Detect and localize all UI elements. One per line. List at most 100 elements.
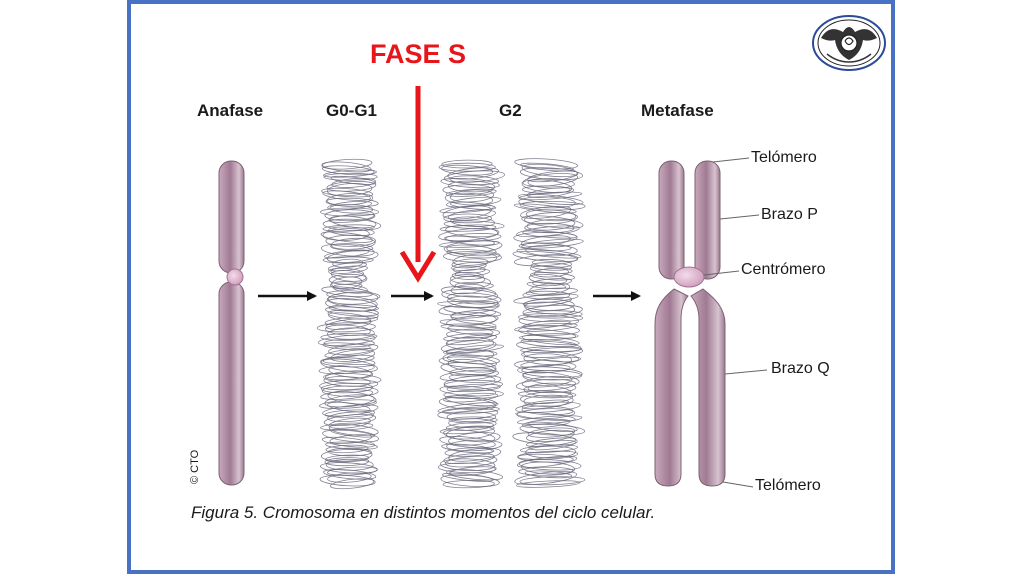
chromatin-loop (325, 234, 376, 247)
chromatin-loop (528, 440, 577, 451)
chromatin-loop (326, 290, 381, 301)
chromatin-loop (441, 289, 499, 302)
chromatin-loop (522, 296, 573, 307)
chromatin-loop (321, 161, 372, 173)
chromatin-loop (521, 375, 573, 388)
chromatin-loop (445, 422, 495, 431)
chromatin-loop (321, 165, 375, 176)
chromatin-loop (322, 354, 375, 364)
chromatin-loop (321, 158, 373, 170)
chromatin-loop (445, 337, 494, 350)
chromatin-loop (324, 209, 375, 222)
chromatin-loop (325, 318, 372, 330)
anafase-lower-arm (218, 281, 245, 486)
fase-s-label: FASE S (370, 39, 467, 69)
chromatin-loop (437, 402, 499, 413)
figure-caption: Figura 5. Cromosoma en distintos momento… (191, 503, 656, 522)
chromatin-loop (521, 215, 584, 229)
chromatin-loop (446, 426, 495, 440)
chromatin-loop (320, 382, 374, 394)
leader-arm-p (719, 214, 760, 220)
stage-label-metafase: Metafase (641, 101, 714, 120)
chromatin-loop (319, 379, 379, 391)
chromatin-loop (524, 470, 573, 479)
chromatin-loop (446, 439, 503, 452)
chromatin-loop (515, 401, 581, 413)
leader-telomere-top (712, 157, 750, 163)
chromatin-loop (514, 322, 578, 332)
chromatin-loop (326, 181, 377, 192)
chromatin-loop (438, 301, 500, 316)
chromatin-loop (521, 399, 569, 410)
chromatin-loop (320, 357, 376, 368)
chromatin-loop (447, 325, 494, 336)
chromatin-loop (521, 163, 578, 178)
chromatin-loop (518, 313, 584, 323)
chromatin-loop (518, 315, 579, 327)
chromatin-loop (441, 159, 493, 169)
chromatin-loop (448, 373, 496, 383)
chromatin-loop (525, 209, 577, 222)
chromatin-loop (520, 162, 574, 172)
chromatin-loop (513, 231, 578, 244)
chromatin-loop (445, 349, 498, 357)
metafase-q-arm-right (690, 288, 726, 487)
chromatin-loop (450, 311, 497, 324)
chromatin-loop (441, 164, 494, 176)
fase-s-arrow (399, 86, 437, 283)
chromatin-loop (451, 272, 484, 280)
chromatin-loop (519, 476, 586, 486)
chromatin-loop (330, 265, 368, 274)
chromatin-loop (522, 418, 571, 428)
stage-label-anafase: Anafase (197, 101, 264, 120)
chromatin-loop (454, 281, 494, 290)
chromatin-loop (329, 478, 375, 490)
chromatin-loop (451, 258, 489, 269)
chromatin-loop (518, 459, 582, 471)
chromatin-loop (527, 178, 575, 189)
chromatin-loop (320, 389, 374, 400)
chromatin-loop (513, 203, 577, 214)
chromatin-loop (533, 267, 569, 278)
chromatin-loop (522, 304, 583, 318)
chromatin-loop (322, 224, 375, 232)
chromatin-loop (520, 346, 583, 354)
chromatin-loop (530, 262, 572, 271)
chromatin-loop (526, 429, 575, 443)
chromatin-loop (321, 187, 374, 198)
chromatin-loop (319, 474, 376, 487)
chromatin-loop (447, 358, 497, 373)
chromatin-loop (443, 379, 503, 390)
chromatin-loop (323, 338, 375, 348)
chromatin-loop (519, 167, 584, 181)
chromatin-loop (323, 172, 378, 181)
chromatin-loop (515, 378, 576, 391)
chromatin-loop (532, 259, 572, 268)
chromatin-loop (520, 391, 574, 404)
chromatin-loop (440, 458, 496, 471)
leader-centromere (703, 270, 740, 276)
chromatin-loop (439, 385, 497, 397)
stage-label-g2: G2 (499, 101, 522, 120)
chromatin-loop (331, 276, 363, 289)
chromatin-loop (518, 242, 572, 252)
chromatin-loop (519, 423, 586, 436)
chromatin-loop (529, 271, 576, 281)
chromatin-loop (443, 170, 505, 183)
chromatin-loop (322, 218, 382, 231)
chromatin-loop (527, 382, 577, 394)
chromatin-loop (322, 429, 379, 443)
chromatin-loop (514, 254, 579, 267)
chromatin-loop (443, 306, 502, 317)
chromatin-loop (524, 222, 575, 234)
chromatin-loop (446, 328, 501, 339)
chromatin-loop (327, 472, 372, 483)
label-centromere: Centrómero (741, 261, 826, 278)
chromatin-loop (442, 479, 495, 489)
chromatin-loop (440, 474, 500, 487)
chromatin-loop (520, 205, 572, 219)
chromatin-loop (517, 390, 577, 399)
label-telomere-bottom: Telómero (755, 477, 821, 494)
chromatin-loop (322, 190, 371, 201)
chromatin-loop (447, 209, 496, 221)
